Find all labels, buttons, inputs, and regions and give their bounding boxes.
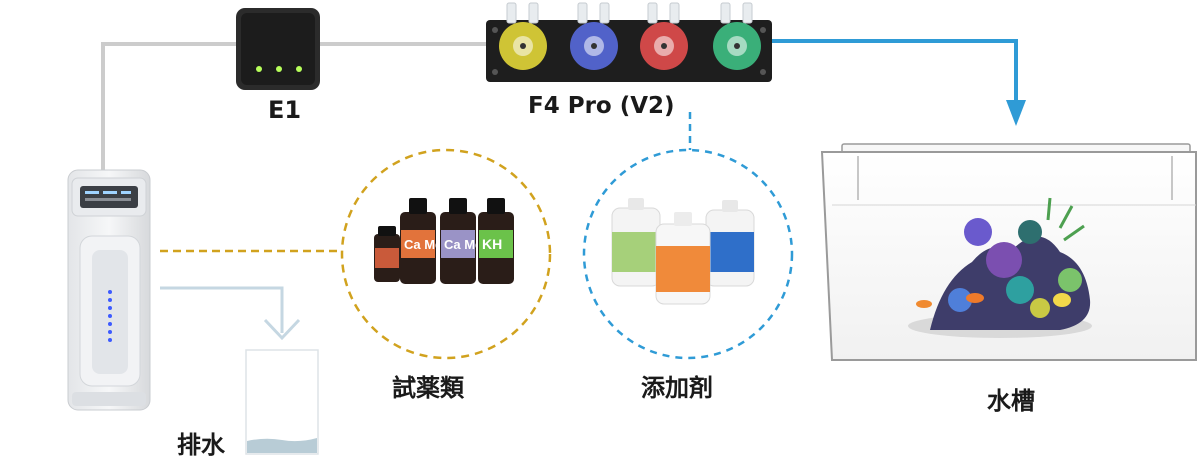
drain-label: 排水 <box>177 431 225 459</box>
fish-icon <box>916 300 932 308</box>
drain-arrow-icon <box>263 318 301 341</box>
reagent-bottle: KH <box>478 198 514 284</box>
pump-head <box>570 2 618 70</box>
pump-head <box>640 2 688 70</box>
fish-icon <box>1053 293 1071 307</box>
reagent-bottle: Ca Mg <box>440 198 483 284</box>
arrow-down-icon <box>1006 100 1026 126</box>
tube-pump-to-tank <box>772 39 1026 126</box>
status-led-icon <box>256 66 262 72</box>
tank-label: 水槽 <box>987 387 1035 415</box>
controller-label: E1 <box>268 96 302 124</box>
drain-line <box>160 286 301 341</box>
aquarium-tank <box>820 143 1197 361</box>
reagents-label: 試薬類 <box>392 374 464 402</box>
reagent-bottle-label: Ca Mg <box>404 237 443 252</box>
tube-analyzer-to-controller <box>101 42 486 172</box>
status-led-icon <box>296 66 302 72</box>
controller-e1-device <box>236 8 320 90</box>
reagents-group: Ca Mg Ca Mg KH <box>340 148 552 360</box>
additive-bottle <box>611 198 661 287</box>
drain-water <box>247 438 317 453</box>
reagent-bottle-label: Ca Mg <box>444 237 483 252</box>
additive-bottle <box>655 212 711 305</box>
additive-bottle <box>705 200 755 287</box>
additives-label: 添加剤 <box>641 374 713 402</box>
status-led-icon <box>276 66 282 72</box>
reagent-bottle-label: KH <box>482 236 502 252</box>
analyzer-device <box>67 169 151 411</box>
fish-icon <box>966 293 984 303</box>
reagent-bottle: Ca Mg <box>400 198 443 284</box>
pump-f4-device <box>486 2 772 82</box>
pump-head <box>713 2 761 70</box>
coral-reef <box>908 197 1092 338</box>
additives-group <box>582 148 794 360</box>
pump-label: F4 Pro (V2) <box>528 93 675 119</box>
pump-head <box>499 2 547 70</box>
reagent-bottle <box>374 226 400 282</box>
drain-container <box>245 349 319 455</box>
